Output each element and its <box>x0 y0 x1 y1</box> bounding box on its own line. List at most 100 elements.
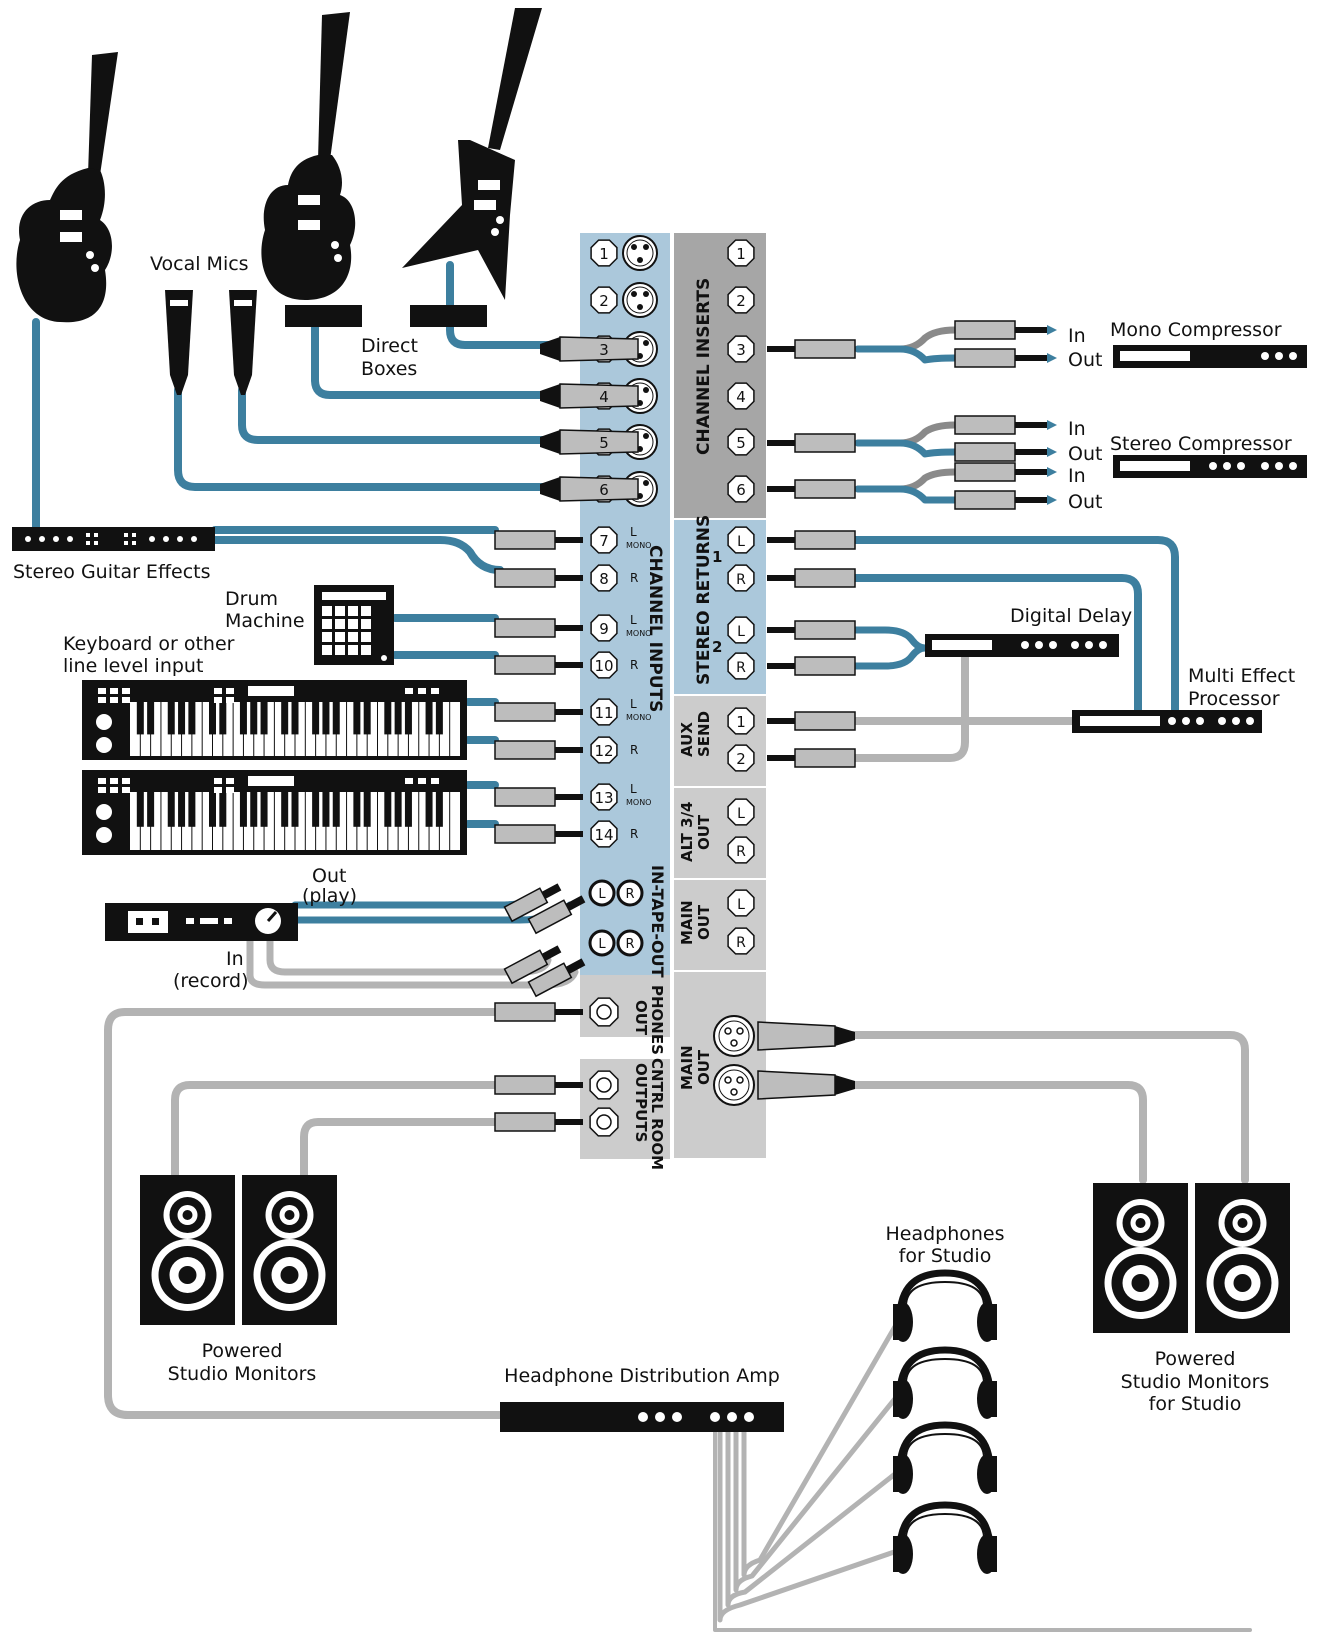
channel-7-line-jack[interactable] <box>590 526 618 554</box>
main-out-l-label: L <box>737 897 745 913</box>
keyboard-label-2: line level input <box>63 655 203 677</box>
channel-5-number: 5 <box>599 434 609 452</box>
stereo-return-1-r-jack[interactable] <box>727 564 755 592</box>
mic-2-icon <box>229 290 257 395</box>
insert-4-jack[interactable] <box>727 382 755 410</box>
tape-out-label: Out <box>312 865 346 887</box>
cable-return1-r <box>851 574 1142 716</box>
alt-out-r-label: R <box>736 844 746 860</box>
tape-out-l-jack[interactable] <box>588 879 616 907</box>
xlr-plug-channel-6 <box>540 476 639 502</box>
channel-12-line-jack[interactable] <box>590 736 618 764</box>
channel-10-side-label: R <box>630 658 638 672</box>
channel-8-line-jack[interactable] <box>590 564 618 592</box>
stereo-compressor-unit <box>1113 455 1307 478</box>
alt-out-l-label: L <box>737 806 745 822</box>
xlr-plug-main-l <box>757 1021 855 1051</box>
headphones-2-icon <box>893 1346 997 1419</box>
main-out-r-label: R <box>736 935 746 951</box>
stereo-return-1-l-jack[interactable] <box>727 526 755 554</box>
channel-12-number: 12 <box>594 742 613 760</box>
alt-out-label-1: ALT 3/4 <box>678 802 696 863</box>
channel-7-mono-label: MONO <box>626 541 651 550</box>
cable-return2-l <box>851 626 929 652</box>
channel-13-line-jack[interactable] <box>590 783 618 811</box>
cable-return1-l <box>851 536 1179 716</box>
direct-box-1 <box>285 305 362 327</box>
xlr-main-strip <box>674 972 766 1158</box>
insert-3-jack[interactable] <box>727 335 755 363</box>
main-out-label-1: MAIN <box>678 900 696 945</box>
main-out-l-jack[interactable] <box>727 889 755 917</box>
cable-phones-hpamp <box>104 1008 504 1419</box>
tape-in-r-label: R <box>625 937 634 952</box>
channel-14-side-label: R <box>630 827 638 841</box>
guitar-2-icon <box>261 12 356 300</box>
cable-ctrl-l <box>171 1081 499 1179</box>
channel-11-number: 11 <box>594 704 613 722</box>
main-out-r-jack[interactable] <box>727 927 755 955</box>
cable-ctrl-r <box>300 1118 499 1179</box>
channel-1-xlr-jack[interactable] <box>622 235 658 271</box>
control-room-monitor-left-icon <box>140 1175 235 1325</box>
drum-label: Drum <box>225 588 278 610</box>
channel-1-number: 1 <box>599 245 609 263</box>
main-xlr-l-jack[interactable] <box>713 1015 755 1057</box>
multi-effect-label-1: Multi Effect <box>1188 665 1295 687</box>
channel-14-number: 14 <box>594 826 613 844</box>
xlr-main-label-1: MAIN <box>678 1045 696 1090</box>
channel-13-number: 13 <box>594 789 613 807</box>
plug-right-5 <box>767 620 856 640</box>
stereo-returns-label: STEREO RETURNS <box>694 515 714 685</box>
insert-6-jack[interactable] <box>727 475 755 503</box>
tape-play-label: (play) <box>302 885 357 907</box>
channel-11-mono-label: MONO <box>626 713 651 722</box>
channel-9-line-jack[interactable] <box>590 614 618 642</box>
xlr-plug-main-r <box>757 1070 855 1100</box>
channel-2-line-jack[interactable] <box>590 286 618 314</box>
plug-right-1 <box>767 433 856 453</box>
boxes-label: Boxes <box>361 358 417 380</box>
mono-in-label: In <box>1068 325 1086 347</box>
alt-out-l-jack[interactable] <box>727 798 755 826</box>
tape-out-r-jack[interactable] <box>616 879 644 907</box>
stereo-return-2-l-jack[interactable] <box>727 616 755 644</box>
tape-in-r-jack[interactable] <box>616 929 644 957</box>
tape-in-l-jack[interactable] <box>588 929 616 957</box>
mono-out-label: Out <box>1068 349 1102 371</box>
studio-monitor-left-icon <box>1093 1183 1188 1333</box>
insert-1-jack[interactable] <box>727 239 755 267</box>
studio-monitors-label-2: Studio Monitors <box>1121 1371 1270 1393</box>
insert-2-jack[interactable] <box>727 286 755 314</box>
channel-2-xlr-jack[interactable] <box>622 282 658 318</box>
channel-1-line-jack[interactable] <box>590 239 618 267</box>
insert-6-number: 6 <box>736 481 746 499</box>
aux-send-1-jack[interactable] <box>727 707 755 735</box>
return-2-label: 2 <box>712 638 722 656</box>
channel-2-number: 2 <box>599 292 609 310</box>
channel-10-line-jack[interactable] <box>590 651 618 679</box>
plug-channel-9 <box>494 618 583 638</box>
insert-5-number: 5 <box>736 434 746 452</box>
plug-right-2 <box>767 479 856 499</box>
in-tape-out-label: IN-TAPE-OUT <box>648 865 667 978</box>
channel-14-line-jack[interactable] <box>590 820 618 848</box>
main-xlr-r-jack[interactable] <box>713 1064 755 1106</box>
stereo-return-2-r-jack[interactable] <box>727 652 755 680</box>
phones-label-1: PHONES <box>648 985 666 1055</box>
cable-hp3 <box>725 1429 903 1608</box>
cable-aux2-delay <box>851 651 969 762</box>
aux-send-1-number: 1 <box>736 713 746 731</box>
aux-send-2-jack[interactable] <box>727 744 755 772</box>
rca-plug-2 <box>503 945 562 985</box>
stereo-return-2-r-label: R <box>736 660 746 676</box>
stereo-in-1-label: In <box>1068 418 1086 440</box>
insert-5-jack[interactable] <box>727 428 755 456</box>
channel-11-line-jack[interactable] <box>590 698 618 726</box>
channel-6-number: 6 <box>599 481 609 499</box>
alt-out-r-jack[interactable] <box>727 836 755 864</box>
control-room-monitor-right-icon <box>242 1175 337 1325</box>
aux-send-label-1: AUX <box>678 722 696 757</box>
cable-mic1-ch6 <box>174 386 564 491</box>
